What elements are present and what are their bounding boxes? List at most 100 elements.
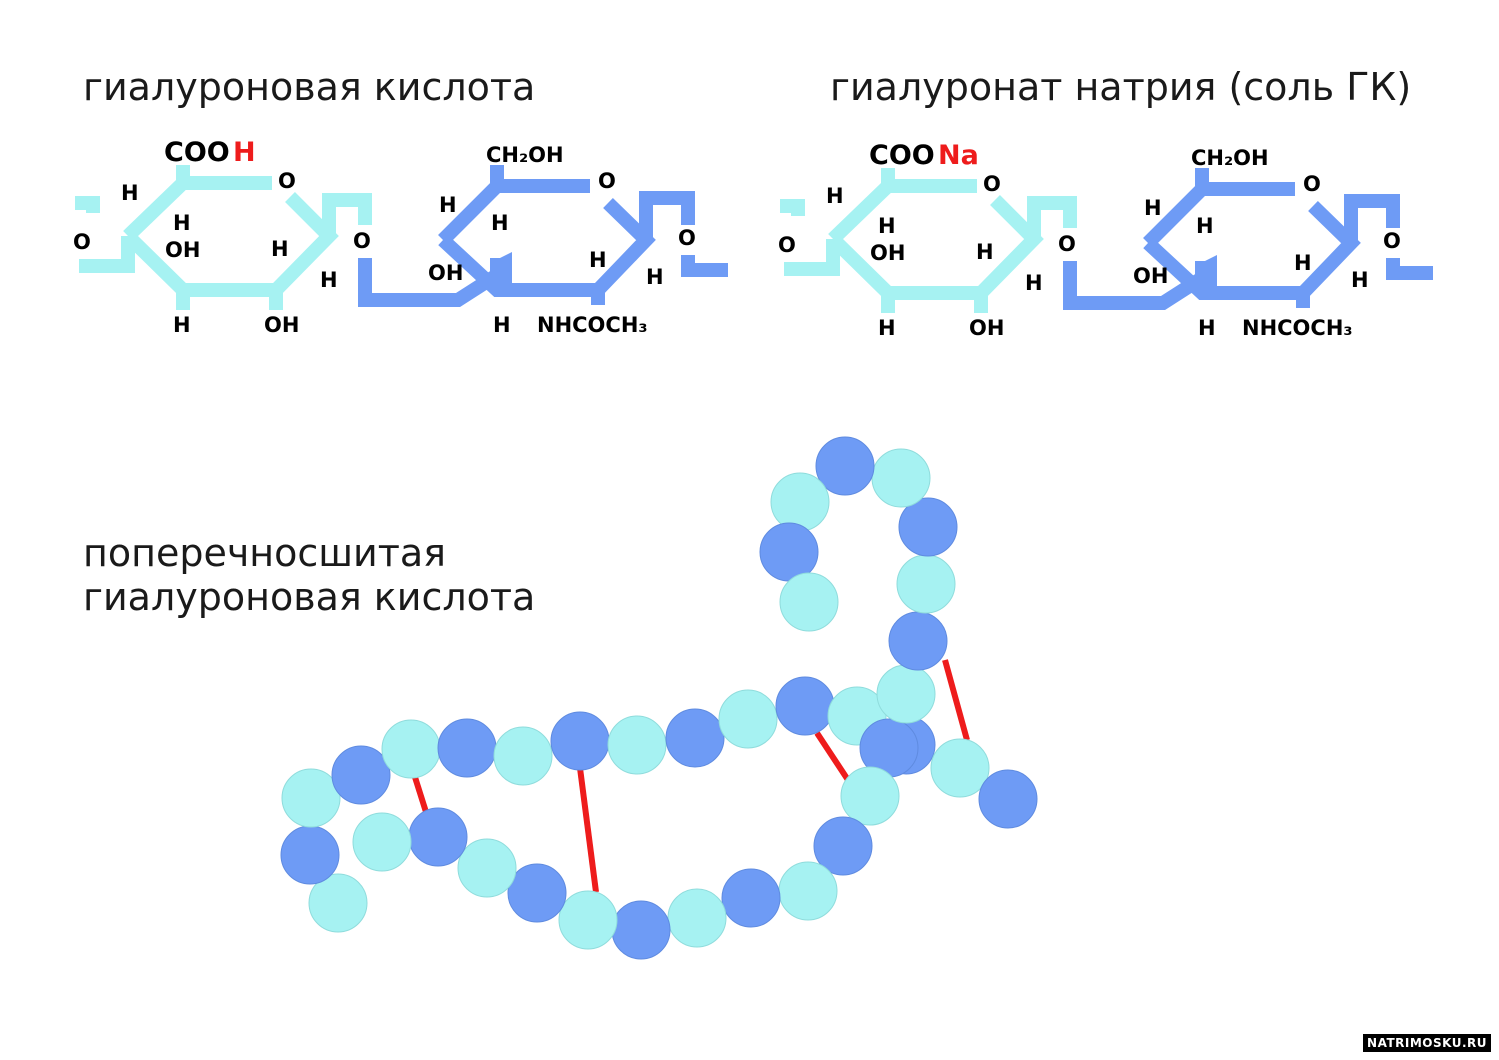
bead-light-7 xyxy=(493,726,553,786)
bead-light-1 xyxy=(308,873,368,933)
crosslink-group xyxy=(411,659,970,893)
label-o-glyco-1: O xyxy=(353,229,371,253)
bond-glyco-link-1 xyxy=(358,258,501,307)
bead-dark-28 xyxy=(813,816,873,876)
bead-light-16 xyxy=(876,664,936,724)
bead-light-25 xyxy=(930,738,990,798)
wedge-bond-1 xyxy=(492,252,512,290)
label-h-3b: H xyxy=(878,214,896,238)
label-oh-1b: OH xyxy=(264,313,299,337)
label-o-right-1: O xyxy=(678,226,696,250)
label-o-left-2: O xyxy=(778,233,796,257)
crosslink-bond-4 xyxy=(942,659,970,741)
title-hyaluronic-acid: гиалуроновая кислота xyxy=(83,65,536,109)
label-h-2b: H xyxy=(491,211,509,235)
label-h-1c: H xyxy=(271,237,289,261)
bead-dark-30 xyxy=(721,868,781,928)
bead-chain xyxy=(280,436,1038,960)
label-h-4e: H xyxy=(1198,316,1216,340)
title-sodium-hyaluronate: гиалуронат натрия (соль ГК) xyxy=(830,65,1412,109)
label-h-4c: H xyxy=(1294,251,1312,275)
label-h-1d: H xyxy=(320,268,338,292)
title-crosslinked-line-2: гиалуроновая кислота xyxy=(83,574,536,619)
label-acid-h-1: H xyxy=(233,137,256,168)
label-h-1a: H xyxy=(121,181,139,205)
bead-dark-21 xyxy=(815,436,875,496)
bead-dark-17 xyxy=(888,611,948,671)
bead-dark-10 xyxy=(665,708,725,768)
label-o-glyco-2: O xyxy=(1058,232,1076,256)
title-crosslinked-hyaluronic-acid: поперечносшитая гиалуроновая кислота xyxy=(83,531,536,619)
title-crosslinked-line-1: поперечносшитая xyxy=(83,531,447,575)
label-h-3c: H xyxy=(976,240,994,264)
label-o-ring-1: O xyxy=(278,169,296,193)
bead-dark-4 xyxy=(331,745,391,805)
label-h-2e: H xyxy=(493,313,511,337)
label-h-3d: H xyxy=(1025,271,1043,295)
bead-light-3 xyxy=(281,768,341,828)
bead-light-33 xyxy=(558,890,618,950)
glcnac-ring-2 xyxy=(1063,168,1433,310)
ring-top-edge-1 xyxy=(123,176,272,242)
bond-glyco-1 xyxy=(322,193,372,236)
glucuronic-ring-1 xyxy=(75,165,372,310)
label-h-3a: H xyxy=(826,184,844,208)
wedge-bond-2 xyxy=(1197,255,1217,293)
label-nhcoch3-2: NHCOCH₃ xyxy=(1242,316,1353,340)
crosslink-bond-2 xyxy=(577,767,599,893)
crosslink-bond-3 xyxy=(814,731,851,782)
bead-light-31 xyxy=(667,888,727,948)
bead-light-35 xyxy=(457,838,517,898)
watermark: NATRIMOSKU.RU xyxy=(1363,1034,1491,1052)
bead-dark-8 xyxy=(550,711,610,771)
label-h-2d: H xyxy=(646,265,664,289)
bead-light-27 xyxy=(840,766,900,826)
label-h-2a: H xyxy=(439,193,457,217)
label-na-2: Na xyxy=(938,140,979,171)
bead-dark-32 xyxy=(611,900,671,960)
bond-right-o-1 xyxy=(639,191,695,240)
bead-dark-23 xyxy=(759,522,819,582)
label-h-4b: H xyxy=(1196,214,1214,238)
label-oh-3a: OH xyxy=(870,241,905,265)
label-h-3e: H xyxy=(878,316,896,340)
bead-light-11 xyxy=(718,689,778,749)
bead-light-29 xyxy=(778,861,838,921)
crosslink-bond-1 xyxy=(411,773,429,813)
label-o-ring-3: O xyxy=(983,172,1001,196)
bead-dark-36 xyxy=(408,807,468,867)
bead-dark-12 xyxy=(775,676,835,736)
bond-left-stub-bottom-1 xyxy=(79,236,135,273)
label-oh-4a: OH xyxy=(1133,264,1168,288)
label-h-4a: H xyxy=(1144,196,1162,220)
label-h-1e: H xyxy=(173,313,191,337)
bead-dark-26 xyxy=(978,769,1038,829)
glucuronate-ring-2 xyxy=(780,168,1077,313)
bead-light-24 xyxy=(779,572,839,632)
label-o-right-2: O xyxy=(1383,229,1401,253)
label-ch2oh-2: CH₂OH xyxy=(1191,146,1269,170)
bead-dark-6 xyxy=(437,718,497,778)
label-o-ring-4: O xyxy=(1303,172,1321,196)
molecule-sodium-hyaluronate: COO Na H O H O OH H H O H OH CH₂OH O H H… xyxy=(778,140,1433,340)
bead-light-9 xyxy=(607,715,667,775)
label-o-left-1: O xyxy=(73,230,91,254)
label-coo-2: COO xyxy=(869,140,935,171)
bead-dark-2 xyxy=(280,825,340,885)
label-h-1b: H xyxy=(173,211,191,235)
label-oh-2a: OH xyxy=(428,261,463,285)
molecule-hyaluronic-acid: COO H H O H O OH H H O H OH CH₂OH O H H … xyxy=(73,137,728,337)
bond-right-stub-1 xyxy=(681,255,728,277)
label-h-4d: H xyxy=(1351,268,1369,292)
label-oh-3b: OH xyxy=(969,316,1004,340)
bead-dark-19 xyxy=(898,497,958,557)
bead-light-22 xyxy=(770,472,830,532)
ring-top-edge-2 xyxy=(438,179,590,245)
label-nhcoch3-1: NHCOCH₃ xyxy=(537,313,648,337)
glcnac-ring-1 xyxy=(358,165,728,307)
label-h-2c: H xyxy=(589,248,607,272)
bead-light-20 xyxy=(871,448,931,508)
bond-left-stub-top-1 xyxy=(75,196,100,213)
label-o-ring-2: O xyxy=(598,169,616,193)
